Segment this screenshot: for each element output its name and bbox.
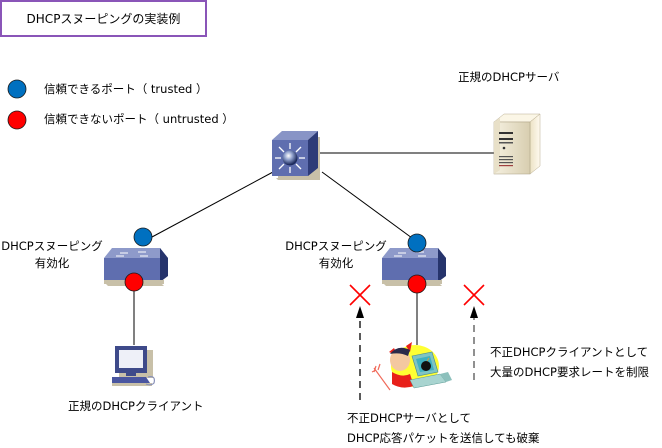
rogue-client-dashed-arrow — [470, 306, 478, 380]
dhcp-server-label: 正規のDHCPサーバ — [458, 70, 560, 84]
rogue-server-annotation-line1: 不正DHCPサーバとして — [347, 411, 472, 425]
rogue-server-annotation: 不正DHCPサーバとして DHCP応答パケットを送信しても破棄 — [347, 408, 540, 448]
right-switch-untrusted-port — [407, 274, 427, 294]
right-switch-label-line2: 有効化 — [318, 256, 354, 270]
left-switch-trusted-port — [133, 227, 153, 247]
left-switch-label-line1: DHCPスヌーピング — [1, 239, 103, 253]
legend-trusted-label: 信頼できるポート（ trusted ） — [44, 82, 208, 96]
left-switch-label: DHCPスヌーピング 有効化 — [0, 238, 104, 272]
dhcp-server-icon — [493, 113, 541, 175]
left-switch-label-line2: 有効化 — [34, 256, 70, 270]
core-switch-icon — [272, 131, 320, 180]
right-switch-label-line1: DHCPスヌーピング — [285, 239, 387, 253]
link-core-left-switch — [151, 171, 274, 238]
legend-trusted-marker — [7, 79, 27, 99]
blocked-x-icon — [463, 284, 485, 306]
rogue-server-annotation-line2: DHCP応答パケットを送信しても破棄 — [347, 431, 540, 445]
blocked-x-icon — [349, 284, 371, 306]
diagram-title: DHCPスヌーピングの実装例 — [0, 0, 207, 37]
left-switch-untrusted-port — [124, 272, 144, 292]
rogue-host-icon — [371, 342, 452, 391]
rogue-client-annotation: 不正DHCPクライアントとして 大量のDHCP要求レートを制限 — [490, 342, 649, 382]
right-switch-label: DHCPスヌーピング 有効化 — [284, 238, 388, 272]
rogue-server-dashed-arrow — [356, 306, 364, 400]
legend-untrusted-label: 信頼できないポート（ untrusted ） — [44, 112, 234, 126]
rogue-client-annotation-line1: 不正DHCPクライアントとして — [490, 345, 649, 359]
dhcp-client-label: 正規のDHCPクライアント — [68, 399, 204, 413]
link-core-right-switch — [321, 171, 413, 239]
dhcp-client-pc-icon — [112, 346, 155, 386]
legend-untrusted-marker — [7, 110, 27, 130]
diagram-title-text: DHCPスヌーピングの実装例 — [26, 12, 181, 26]
rogue-client-annotation-line2: 大量のDHCP要求レートを制限 — [490, 365, 649, 379]
right-switch-trusted-port — [407, 233, 427, 253]
